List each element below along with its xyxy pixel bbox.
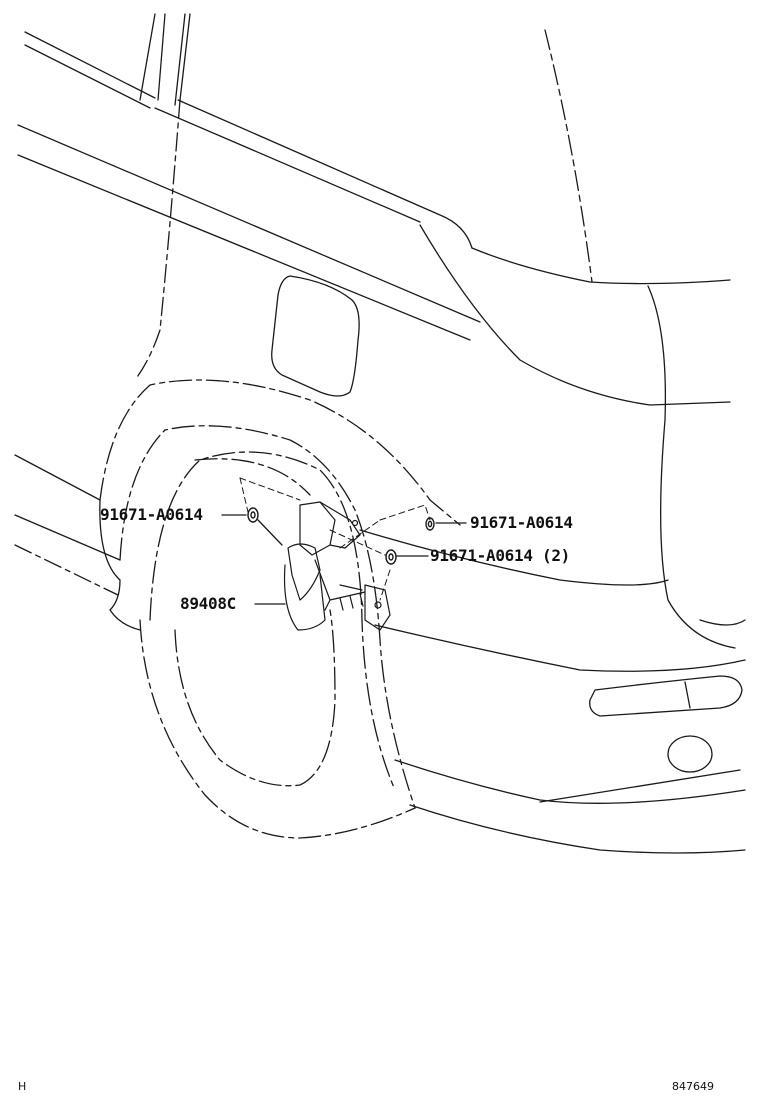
body-side-lines	[17, 99, 736, 649]
part-number-bolt-left[interactable]: 91671-A0614	[100, 505, 203, 524]
fuel-door-outline	[271, 275, 360, 397]
bumper-reflector	[589, 675, 743, 717]
rocker-panel	[14, 454, 141, 631]
bolt-icon	[385, 549, 397, 565]
part-number-height-sensor[interactable]: 89408C	[180, 594, 236, 613]
rear-bumper	[359, 529, 746, 854]
figure-number: 847649	[672, 1080, 714, 1093]
assembly-guide-lines	[239, 477, 431, 601]
corner-mark: H	[18, 1080, 27, 1093]
leader-lines	[221, 514, 467, 605]
height-sensor-assembly	[283, 501, 391, 631]
bolt-icon	[247, 507, 259, 523]
roof-pillar-lines	[24, 13, 593, 283]
fog-lamp	[667, 735, 713, 773]
part-number-bolt-right-lower[interactable]: 91671-A0614 (2)	[430, 546, 570, 565]
wheel-arch	[99, 379, 461, 839]
reflector-divider	[684, 681, 691, 709]
part-number-bolt-right-upper[interactable]: 91671-A0614	[470, 513, 573, 532]
bolt-icon	[425, 517, 435, 531]
